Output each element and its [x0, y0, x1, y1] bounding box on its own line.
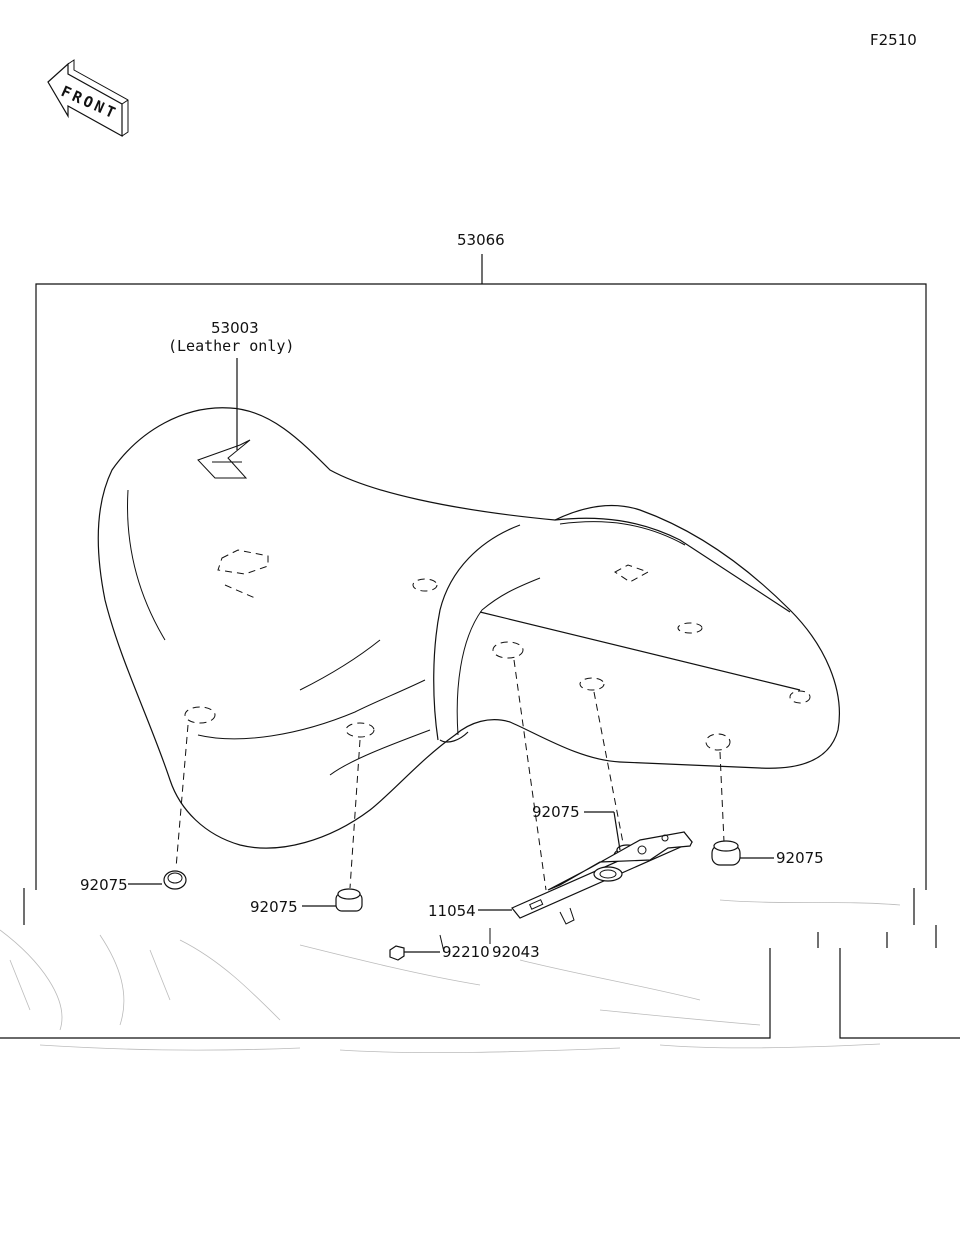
- seat-body: [97, 407, 840, 849]
- damper-rear-mid-code: 92075: [532, 803, 580, 821]
- nut: [389, 945, 405, 961]
- front-arrow-icon: FRONT: [47, 59, 129, 138]
- damper-rear-right: [711, 840, 741, 866]
- nut-code: 92210: [442, 943, 490, 961]
- damper-center-code: 92075: [250, 898, 298, 916]
- assembly-frame: [35, 283, 927, 890]
- damper-center: [335, 888, 363, 912]
- bolt-code: 92043: [492, 943, 540, 961]
- cover-note: (Leather only): [168, 337, 294, 355]
- assembly-code: 53066: [457, 231, 505, 249]
- damper-rear-right-code: 92075: [776, 849, 824, 867]
- scan-noise: [0, 899, 901, 1054]
- lower-frame: [0, 888, 960, 1039]
- damper-left: [163, 870, 187, 890]
- nut-leader-b: [439, 934, 445, 953]
- damper-rear-mid-leader-b: [613, 811, 621, 851]
- hidden-mount-marks: [184, 549, 811, 751]
- seat-bracket: [511, 831, 693, 925]
- bracket-code: 11054: [428, 902, 476, 920]
- damper-leaders: [175, 659, 725, 891]
- cover-code: 53003: [211, 319, 259, 337]
- figure-code: F2510: [870, 31, 917, 49]
- damper-left-code: 92075: [80, 876, 128, 894]
